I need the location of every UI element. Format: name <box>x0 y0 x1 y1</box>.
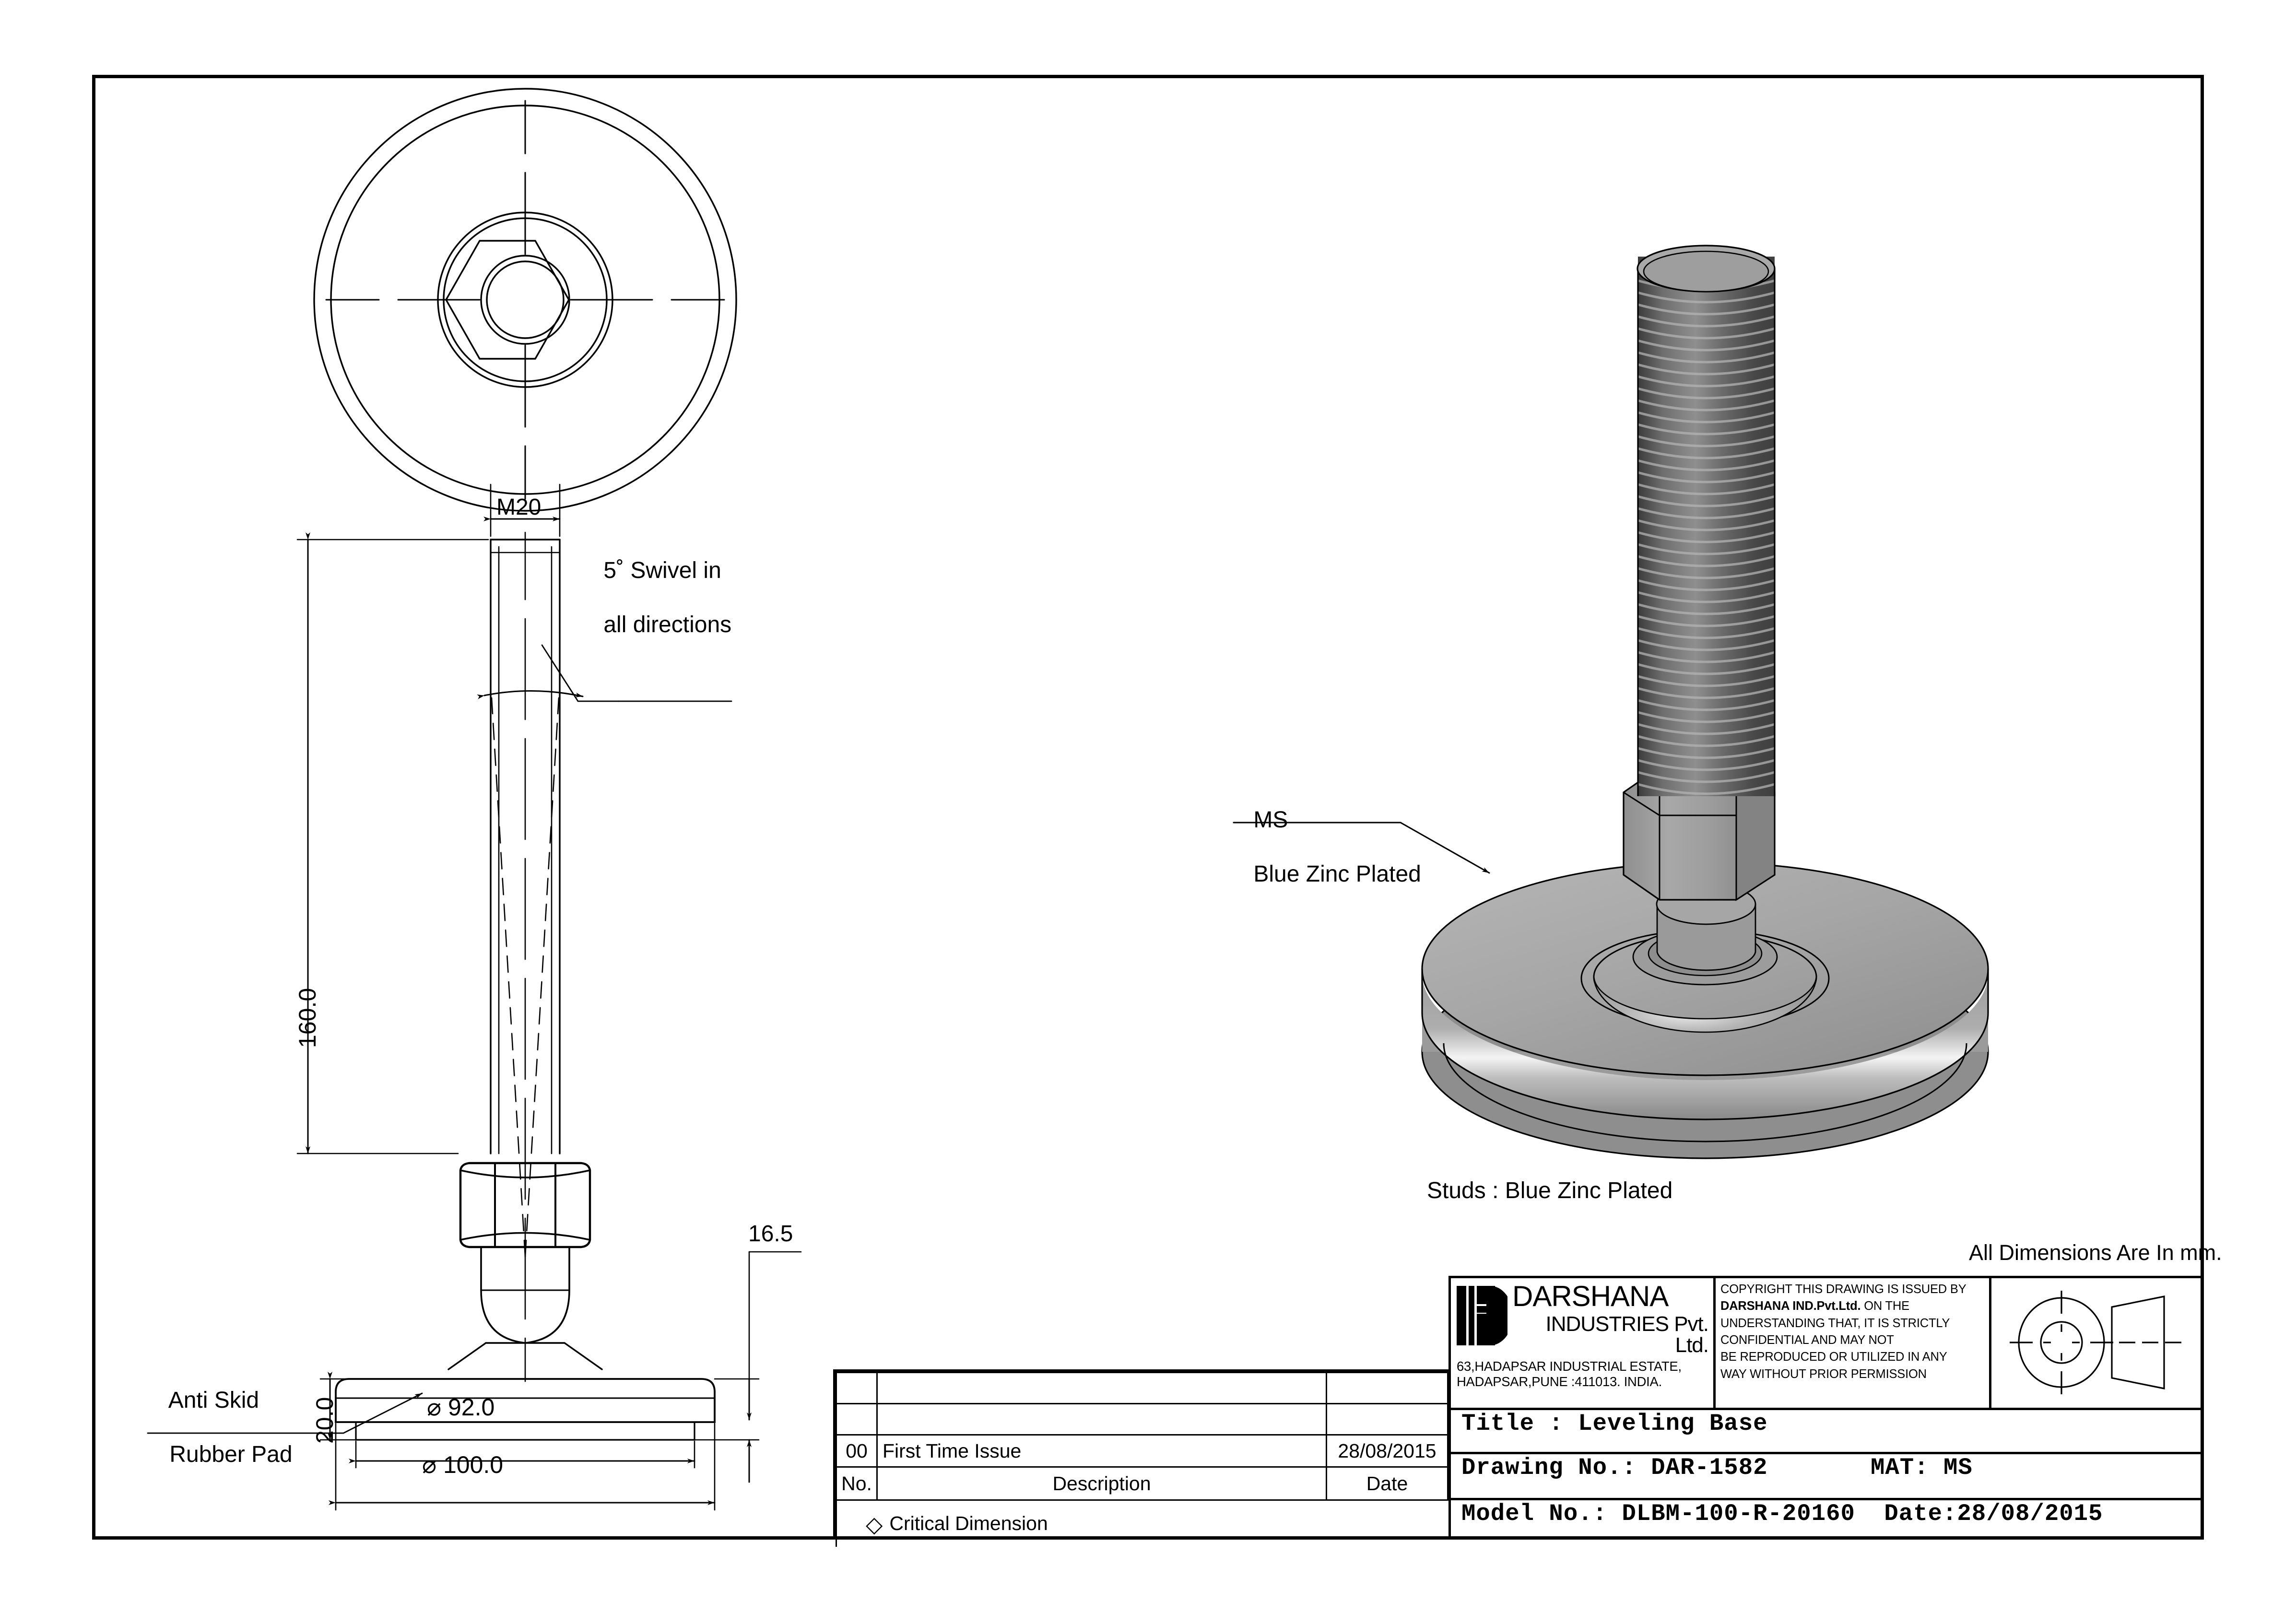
title-block: DARSHANA INDUSTRIES Pvt. Ltd. 63,HADAPSA… <box>1448 1276 2204 1540</box>
column-header-no: No. <box>836 1466 878 1501</box>
table-row: 00 First Time Issue 28/08/2015 <box>836 1434 1448 1468</box>
drawing-date: Date:28/08/2015 <box>1884 1500 2103 1527</box>
revision-date: 28/08/2015 <box>1326 1434 1448 1468</box>
darshana-logo-icon <box>1457 1286 1507 1345</box>
revision-date <box>1326 1372 1448 1404</box>
company-address-line2: HADAPSAR,PUNE :411013. INDIA. <box>1457 1374 1662 1389</box>
dimension-20: 20.0 <box>311 1397 338 1444</box>
copyright-line-2-rest: ON THE <box>1860 1299 1909 1313</box>
copyright-cell: COPYRIGHT THIS DRAWING IS ISSUED BY DARS… <box>1716 1278 1991 1410</box>
title-row: Title : Leveling Base <box>1451 1410 2202 1454</box>
copyright-line-3: UNDERSTANDING THAT, IT IS STRICTLY <box>1720 1316 1950 1330</box>
revision-no <box>836 1372 878 1404</box>
note-studs-plating: Studs : Blue Zinc Plated <box>1427 1178 1673 1203</box>
note-ms-line1: MS <box>1253 807 1288 833</box>
table-row <box>836 1372 1448 1404</box>
company-cell: DARSHANA INDUSTRIES Pvt. Ltd. 63,HADAPSA… <box>1451 1278 1716 1410</box>
column-header-description: Description <box>876 1466 1327 1501</box>
table-header-row: No. Description Date <box>836 1466 1448 1501</box>
revision-table: 00 First Time Issue 28/08/2015 No. Descr… <box>833 1369 1448 1547</box>
copyright-company-bold: DARSHANA IND.Pvt.Ltd. <box>1720 1299 1861 1313</box>
revision-desc: First Time Issue <box>876 1434 1327 1468</box>
revision-date <box>1326 1403 1448 1436</box>
dimension-m20: M20 <box>496 494 542 520</box>
copyright-line-4: CONFIDENTIAL AND MAY NOT <box>1720 1333 1894 1347</box>
note-pad-line1: Anti Skid <box>168 1387 259 1413</box>
copyright-line-5: BE REPRODUCED OR UTILIZED IN ANY <box>1720 1350 1947 1364</box>
revision-desc <box>876 1372 1327 1404</box>
revision-no: 00 <box>836 1434 878 1468</box>
drawing-number-row: Drawing No.: DAR-1582 MAT: MS <box>1451 1454 2202 1500</box>
diamond-icon: ◇ <box>866 1512 883 1537</box>
note-swivel-line2: all directions <box>603 612 732 637</box>
drawing-title: Title : Leveling Base <box>1461 1410 1768 1437</box>
critical-dimension-legend: ◇ Critical Dimension <box>836 1499 1448 1547</box>
note-anti-skid-pad: Anti Skid Rubber Pad <box>144 1360 293 1495</box>
column-header-date: Date <box>1326 1466 1448 1501</box>
note-all-dimensions: All Dimensions Are In mm. <box>1969 1240 2222 1265</box>
note-pad-line2: Rubber Pad <box>169 1441 293 1467</box>
note-material-iso: MS Blue Zinc Plated <box>1228 779 1421 915</box>
revision-desc <box>876 1403 1327 1436</box>
note-swivel-angle: 5˚ Swivel in all directions <box>578 530 731 666</box>
revision-no <box>836 1403 878 1436</box>
projection-symbol-cell <box>1991 1278 2202 1410</box>
company-name: DARSHANA <box>1512 1280 1669 1312</box>
legend-label: Critical Dimension <box>889 1512 1048 1534</box>
note-ms-line2: Blue Zinc Plated <box>1253 861 1421 887</box>
dimension-16-5: 16.5 <box>748 1221 793 1247</box>
company-sub: INDUSTRIES Pvt. Ltd. <box>1545 1312 1709 1357</box>
model-number: Model No.: DLBM-100-R-20160 <box>1461 1500 1855 1527</box>
first-angle-projection-icon <box>2010 1291 2181 1394</box>
copyright-line-6: WAY WITHOUT PRIOR PERMISSION <box>1720 1367 1927 1381</box>
material-spec: MAT: MS <box>1870 1454 1973 1481</box>
dimension-160: 160.0 <box>294 988 321 1048</box>
copyright-line-2: DARSHANA IND.Pvt.Ltd. ON THE <box>1720 1298 1989 1315</box>
model-number-row: Model No.: DLBM-100-R-20160 Date:28/08/2… <box>1451 1500 2202 1540</box>
table-row <box>836 1403 1448 1436</box>
copyright-line-1: COPYRIGHT THIS DRAWING IS ISSUED BY <box>1720 1283 1966 1296</box>
note-swivel-line1: 5˚ Swivel in <box>603 557 721 583</box>
legend-row: ◇ Critical Dimension <box>836 1499 1448 1547</box>
dimension-dia-100: ⌀ 100.0 <box>422 1451 504 1478</box>
drawing-number: Drawing No.: DAR-1582 <box>1461 1454 1768 1481</box>
company-address-line1: 63,HADAPSAR INDUSTRIAL ESTATE, <box>1457 1359 1682 1374</box>
dimension-dia-92: ⌀ 92.0 <box>427 1394 495 1421</box>
